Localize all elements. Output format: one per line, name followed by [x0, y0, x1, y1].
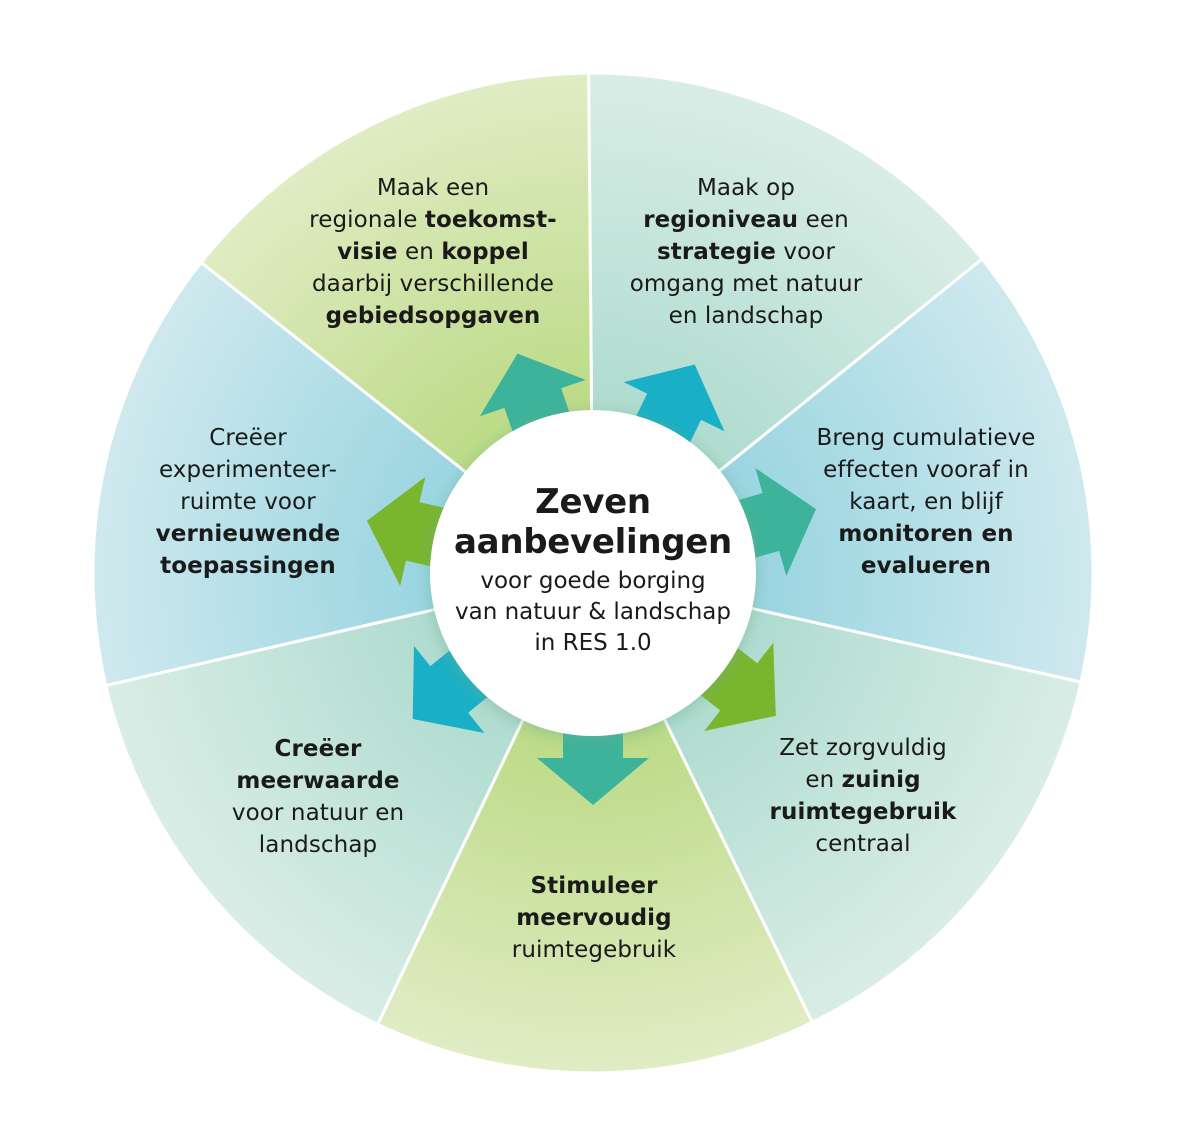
segment-text-run: voor natuur en	[231, 800, 405, 826]
center-subtitle-line: in RES 1.0	[534, 630, 652, 656]
segment-text-run: en	[805, 767, 842, 793]
segment-text-line: Zet zorgvuldig	[770, 732, 957, 764]
segment-text-bold: monitoren en	[838, 521, 1014, 547]
segment-text-line: landschap	[232, 829, 404, 861]
segment-text-bold: Stimuleer	[530, 873, 658, 899]
segment-text-run: centraal	[815, 831, 911, 857]
segment-text-bold: koppel	[441, 239, 529, 265]
segment-text-bold: Creëer	[274, 736, 362, 762]
center-subtitle: voor goede borging van natuur & landscha…	[443, 566, 743, 659]
segment-text-line: centraal	[770, 828, 957, 860]
segment-text-bold: meervoudig	[516, 905, 672, 931]
segment-text-run: Breng cumulatieve	[816, 425, 1036, 451]
segment-text-line: Maak op	[630, 172, 863, 204]
segment-text-line: kaart, en blijf	[816, 486, 1035, 518]
segment-text-line: voor natuur en	[232, 797, 404, 829]
segment-text-line: regioniveau een	[630, 204, 863, 236]
center-circle	[430, 410, 756, 736]
segment-text-bold: zuinig	[841, 767, 921, 793]
segment-text-run: voor	[775, 239, 836, 265]
segment-text-line: vernieuwende	[156, 518, 341, 550]
segment-text-line: ruimtegebruik	[770, 796, 957, 828]
segment-text-line: Creëer	[156, 422, 341, 454]
segment-text-run: experimenteer-	[158, 457, 338, 483]
center-title: Zeven aanbevelingen	[443, 482, 743, 562]
segment-text-line: Breng cumulatieve	[816, 422, 1035, 454]
segment-text-run: landschap	[258, 832, 378, 858]
segment-text-line: strategie voor	[630, 236, 863, 268]
segment-text-line: Maak een	[309, 172, 557, 204]
segment-text-run: Zet zorgvuldig	[779, 735, 947, 761]
segment-text-bold: strategie	[656, 239, 776, 265]
segment-text-meervoudig: Stimuleer meervoudig ruimtegebruik	[512, 870, 676, 966]
segment-text-bold: vernieuwende	[155, 521, 341, 547]
segment-text-run: en	[397, 239, 442, 265]
center-title-line: aanbevelingen	[454, 522, 732, 562]
segment-text-line: effecten vooraf in	[816, 454, 1035, 486]
segment-zuinig	[375, 569, 815, 1075]
segment-text-bold: toekomst-	[424, 207, 557, 233]
segment-text-line: meerwaarde	[232, 765, 404, 797]
segment-text-line: daarbij verschillende	[309, 268, 557, 300]
segment-text-run: en landschap	[668, 303, 824, 329]
segment-text-line: gebiedsopgaven	[309, 300, 557, 332]
segment-text-run: Maak een	[376, 175, 490, 201]
segment-text-line: en zuinig	[770, 764, 957, 796]
segment-text-meerwaarde: Creëer meerwaarde voor natuur en landschap	[232, 733, 404, 861]
segment-text-line: monitoren en	[816, 518, 1035, 550]
segment-text-line: omgang met natuur	[630, 268, 863, 300]
center-subtitle-line: voor goede borging	[480, 568, 706, 594]
segment-text-line: meervoudig	[512, 902, 676, 934]
segment-text-bold: meerwaarde	[236, 768, 400, 794]
segment-text-run: Creëer	[209, 425, 287, 451]
segment-text-run: Maak op	[696, 175, 796, 201]
segment-text-line: visie en koppel	[309, 236, 557, 268]
segment-text-line: ruimtegebruik	[512, 934, 676, 966]
center-subtitle-line: van natuur & landschap	[454, 599, 731, 625]
segment-text-line: Creëer	[232, 733, 404, 765]
center-label: Zeven aanbevelingen voor goede borging v…	[443, 482, 743, 659]
segment-text-run: ruimtegebruik	[511, 937, 677, 963]
segment-text-line: evalueren	[816, 550, 1035, 582]
segment-text-line: toepassingen	[156, 550, 341, 582]
segment-text-bold: ruimtegebruik	[769, 799, 957, 825]
segment-text-bold: visie	[337, 239, 398, 265]
segment-text-run: regionale	[309, 207, 425, 233]
segment-text-line: regionale toekomst-	[309, 204, 557, 236]
segment-text-bold: gebiedsopgaven	[325, 303, 541, 329]
segment-text-toekomstvisie: Maak een regionale toekomst-visie en kopp…	[309, 172, 557, 332]
segment-text-bold: regioniveau	[643, 207, 799, 233]
segment-text-run: daarbij verschillende	[311, 271, 555, 297]
segment-text-run: ruimte voor	[180, 489, 316, 515]
segment-text-monitoren: Breng cumulatieve effecten vooraf in kaart…	[816, 422, 1035, 582]
segment-text-line: experimenteer-	[156, 454, 341, 486]
segment-text-run: effecten vooraf in	[823, 457, 1029, 483]
segment-text-experimenteer: Creëer experimenteer-ruimte voor vernieuwe…	[156, 422, 341, 582]
center-title-line: Zeven	[535, 482, 651, 522]
segment-text-line: Stimuleer	[512, 870, 676, 902]
segment-text-bold: evalueren	[860, 553, 992, 579]
segment-text-run: kaart, en blijf	[849, 489, 1003, 515]
segment-text-run: een	[798, 207, 849, 233]
segment-text-bold: toepassingen	[160, 553, 336, 579]
segment-text-run: omgang met natuur	[629, 271, 863, 297]
segment-text-line: en landschap	[630, 300, 863, 332]
segment-text-zuinig: Zet zorgvuldig en zuinig ruimtegebruik cent…	[770, 732, 957, 860]
segment-text-line: ruimte voor	[156, 486, 341, 518]
